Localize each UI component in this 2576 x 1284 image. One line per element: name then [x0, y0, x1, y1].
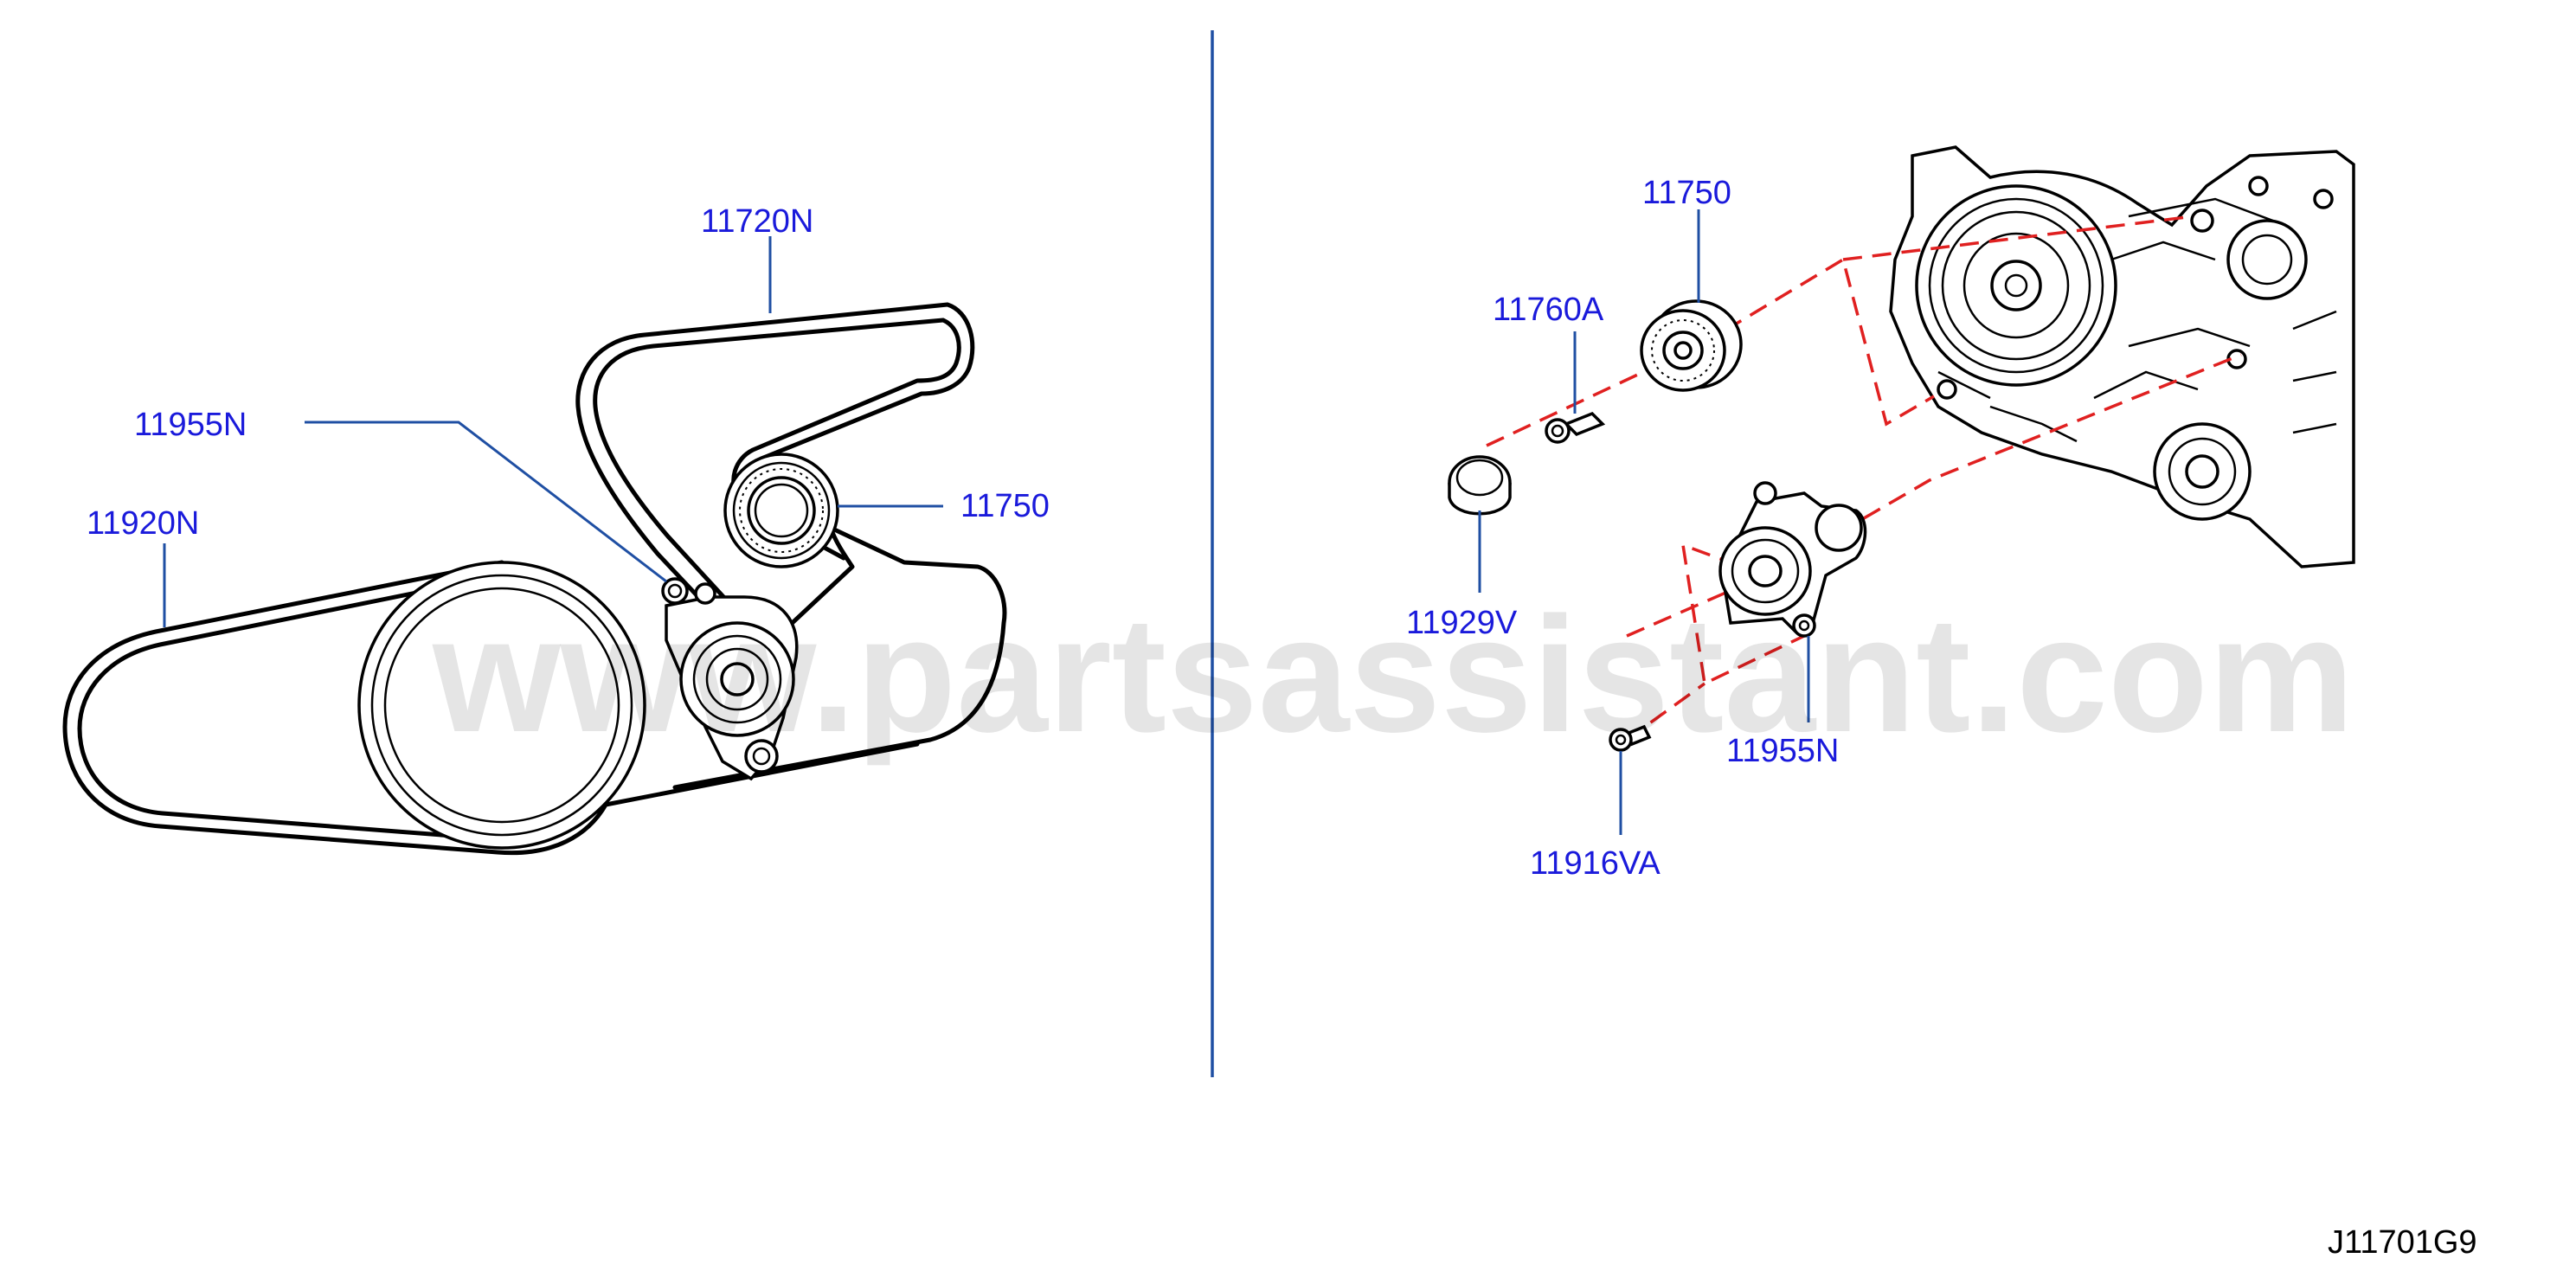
- callout-11929V[interactable]: 11929V: [1406, 605, 1518, 641]
- callout-11760A[interactable]: 11760A: [1493, 292, 1604, 328]
- right-exploded-view: 11750 11760A 11929V 11955N 11916VA: [1406, 145, 2355, 882]
- tensioner-left: [661, 577, 799, 781]
- callout-11955N-right[interactable]: 11955N: [1726, 733, 1839, 769]
- idler-pulley-left: [723, 453, 839, 568]
- crank-pulley-inner: [383, 587, 620, 824]
- drive-belt-inner: [593, 318, 961, 613]
- figure-id: J11701G9: [2328, 1224, 2477, 1261]
- callout-11750-left[interactable]: 11750: [960, 488, 1050, 524]
- leader-11955N-left: [305, 421, 667, 583]
- accessory-belt-outer: [62, 560, 920, 856]
- callout-11920N[interactable]: 11920N: [87, 505, 199, 542]
- left-belt-routing-view: 11720N 11955N 11920N 11750: [62, 203, 1050, 856]
- callout-11955N-left[interactable]: 11955N: [134, 407, 247, 443]
- crank-pulley-outer: [357, 561, 646, 850]
- watermark: www.partsassistant.com: [432, 583, 2354, 767]
- callout-11750-right[interactable]: 11750: [1642, 175, 1731, 211]
- callout-11720N[interactable]: 11720N: [701, 203, 813, 240]
- callout-11916VA[interactable]: 11916VA: [1530, 845, 1661, 882]
- engine-block: [1889, 145, 2355, 568]
- idler-pulley-right: [1640, 299, 1743, 392]
- dust-cap: [1448, 455, 1512, 516]
- tensioner-bolt: [1609, 724, 1652, 752]
- pulley-bolt: [1545, 411, 1606, 444]
- tensioner-right: [1718, 481, 1867, 638]
- crank-pulley-groove: [370, 574, 633, 837]
